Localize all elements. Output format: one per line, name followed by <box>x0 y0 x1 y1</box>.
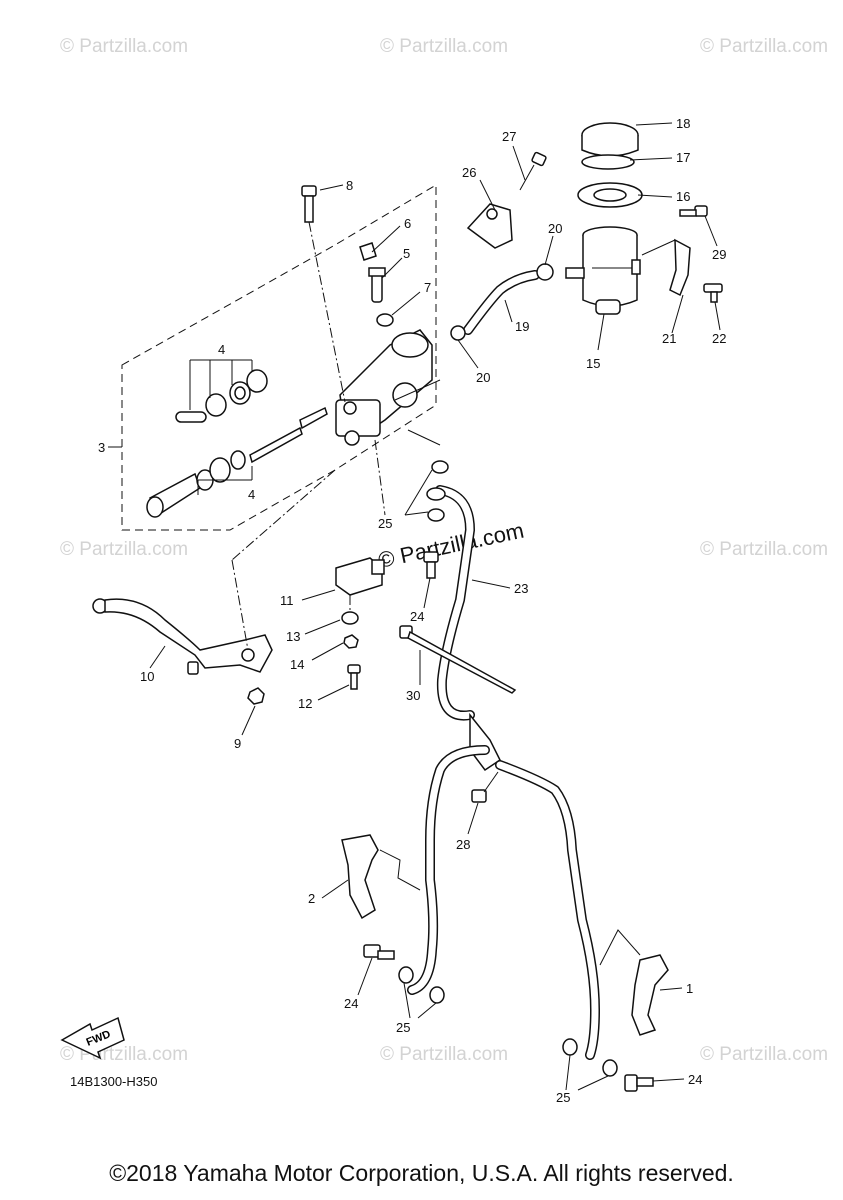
watermark: © Partzilla.com <box>60 36 188 57</box>
bolt <box>679 205 708 217</box>
callout-4: 4 <box>218 342 225 357</box>
reservoir-diaphragm <box>577 182 643 208</box>
gasket <box>562 1038 578 1056</box>
washer <box>341 611 359 625</box>
pivot-bolt <box>301 185 317 223</box>
holder-clamp <box>466 203 513 249</box>
callout-25: 25 <box>396 1020 410 1035</box>
callout-25: 25 <box>556 1090 570 1105</box>
reservoir-hose <box>463 270 540 335</box>
callout-20: 20 <box>476 370 490 385</box>
washer <box>376 313 394 327</box>
callouts: 1 2 3 4 4 5 6 7 8 9 10 11 12 13 14 15 16… <box>98 116 726 1105</box>
gasket <box>427 508 445 522</box>
callout-26: 26 <box>462 165 476 180</box>
hose-clip <box>450 325 466 341</box>
union-bolt <box>471 771 499 803</box>
callout-16: 16 <box>676 189 690 204</box>
gasket <box>426 487 446 501</box>
callout-30: 30 <box>406 688 420 703</box>
screw <box>519 151 547 191</box>
callout-7: 7 <box>424 280 431 295</box>
callout-19: 19 <box>515 319 529 334</box>
hose-bracket-left <box>341 834 379 920</box>
callout-24: 24 <box>688 1072 702 1087</box>
cable-tie <box>399 625 517 694</box>
screw <box>703 283 723 303</box>
callout-28: 28 <box>456 837 470 852</box>
center-line <box>308 221 346 403</box>
brake-lever <box>92 598 273 675</box>
piston-spring-set <box>146 406 328 518</box>
fwd-arrow-icon: FWD <box>60 1016 125 1060</box>
copyright-notice: ©2018 Yamaha Motor Corporation, U.S.A. A… <box>109 1160 734 1186</box>
union-bolt <box>624 1074 654 1092</box>
brake-hose-lower-right <box>495 760 600 1060</box>
brake-hose-upper <box>435 485 475 721</box>
callout-4: 4 <box>248 487 255 502</box>
callout-22: 22 <box>712 331 726 346</box>
watermark: © Partzilla.com <box>700 1044 828 1065</box>
callout-12: 12 <box>298 696 312 711</box>
callout-17: 17 <box>676 150 690 165</box>
callout-27: 27 <box>502 129 516 144</box>
callout-25: 25 <box>378 516 392 531</box>
piston-cup-set <box>175 369 268 423</box>
callout-24: 24 <box>344 996 358 1011</box>
callout-21: 21 <box>662 331 676 346</box>
callout-8: 8 <box>346 178 353 193</box>
brake-hose-lower-left <box>407 745 490 995</box>
callout-24: 24 <box>410 609 424 624</box>
watermark: © Partzilla.com <box>380 36 508 57</box>
leader-lines <box>319 122 721 369</box>
callout-1: 1 <box>686 981 693 996</box>
reservoir-cap <box>581 122 639 157</box>
bleed-screw <box>359 242 386 303</box>
callout-2: 2 <box>308 891 315 906</box>
watermark: © Partzilla.com <box>700 539 828 560</box>
screw <box>347 664 361 690</box>
watermarks: © Partzilla.com © Partzilla.com © Partzi… <box>60 36 828 1065</box>
callout-18: 18 <box>676 116 690 131</box>
hose-bracket-right <box>631 954 669 1036</box>
diagram-code: 14B1300-H350 <box>70 1074 157 1089</box>
nut <box>247 687 265 705</box>
gasket <box>602 1059 618 1077</box>
union-bolt <box>363 944 395 960</box>
nut <box>343 634 359 649</box>
callout-6: 6 <box>404 216 411 231</box>
watermark-center: © Partzilla.com <box>376 518 526 573</box>
callout-11: 11 <box>280 593 294 608</box>
reservoir-tank <box>565 226 641 315</box>
gasket <box>429 986 445 1004</box>
callout-10: 10 <box>140 669 154 684</box>
callout-20: 20 <box>548 221 562 236</box>
reservoir-plate <box>581 154 635 170</box>
callout-13: 13 <box>286 629 300 644</box>
watermark: © Partzilla.com <box>380 1044 508 1065</box>
gasket <box>431 460 449 474</box>
hose-clip <box>536 263 554 281</box>
brake-switch <box>335 557 385 596</box>
callout-3: 3 <box>98 440 105 455</box>
master-cylinder-body <box>335 329 433 446</box>
callout-9: 9 <box>234 736 241 751</box>
callout-29: 29 <box>712 247 726 262</box>
brake-hose-junction <box>469 712 501 772</box>
callout-15: 15 <box>586 356 600 371</box>
gasket <box>398 966 414 984</box>
reservoir-bracket <box>669 238 691 297</box>
callout-5: 5 <box>403 246 410 261</box>
watermark: © Partzilla.com <box>700 36 828 57</box>
callout-14: 14 <box>290 657 304 672</box>
master-cylinder-assembly-outline <box>121 184 437 531</box>
union-bolt <box>423 551 439 579</box>
watermark: © Partzilla.com <box>60 539 188 560</box>
callout-23: 23 <box>514 581 528 596</box>
